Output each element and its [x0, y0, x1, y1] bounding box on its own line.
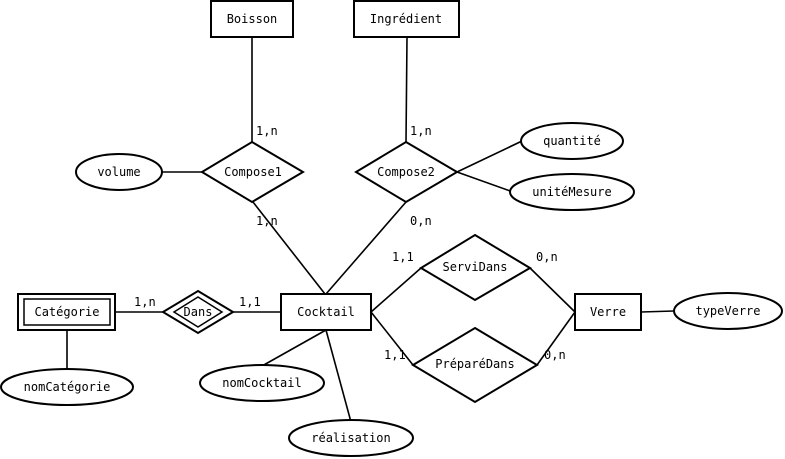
cardinality-boisson-compose1: 1,n: [256, 124, 278, 138]
cardinality-cocktail-servi: 1,1: [392, 250, 414, 264]
entity-cocktail: Cocktail: [280, 293, 372, 331]
entity-boisson-label: Boisson: [227, 12, 278, 26]
entity-verre: Verre: [574, 293, 642, 331]
attribute-realisation: réalisation: [288, 419, 414, 457]
relation-servi-dans-label: ServiDans: [442, 260, 507, 274]
attribute-quantite-label: quantité: [543, 134, 601, 148]
attribute-volume-label: volume: [97, 165, 140, 179]
attribute-nom-categorie-label: nomCatégorie: [24, 380, 111, 394]
line-servi-verre: [529, 267, 576, 313]
relation-servi-dans: ServiDans: [419, 233, 532, 302]
cardinality-verre-prepare: 0,n: [544, 348, 566, 362]
entity-verre-label: Verre: [590, 305, 626, 319]
relation-compose2: Compose2: [354, 140, 459, 204]
cardinality-categorie-dans: 1,n: [134, 295, 156, 309]
entity-ingredient: Ingrédient: [353, 0, 460, 38]
cardinality-verre-servi: 0,n: [536, 250, 558, 264]
attribute-realisation-label: réalisation: [311, 431, 390, 445]
cardinality-cocktail-compose1: 1,n: [256, 214, 278, 228]
line-compose2-quantite: [456, 140, 523, 173]
entity-boisson: Boisson: [210, 0, 294, 38]
attribute-type-verre-label: typeVerre: [695, 304, 760, 318]
line-compose2-cocktail: [325, 201, 407, 295]
attribute-nom-cocktail: nomCocktail: [199, 364, 325, 402]
relation-dans-label: Dans: [184, 305, 213, 319]
entity-categorie-label: Catégorie: [34, 305, 99, 319]
relation-compose1: Compose1: [200, 140, 305, 204]
cardinality-ingredient-compose2: 1,n: [410, 124, 432, 138]
relation-prepare-dans: PréparéDans: [411, 326, 539, 404]
attribute-nom-categorie: nomCatégorie: [0, 368, 134, 406]
line-compose1-cocktail: [252, 201, 326, 295]
line-compose2-unite: [456, 171, 514, 193]
attribute-quantite: quantité: [520, 122, 624, 160]
connectors: [66, 36, 675, 423]
cardinality-cocktail-compose2: 0,n: [410, 214, 432, 228]
attribute-volume: volume: [75, 153, 163, 191]
cardinality-cocktail-prepare: 1,1: [384, 348, 406, 362]
relation-compose1-label: Compose1: [224, 165, 282, 179]
entity-cocktail-label: Cocktail: [297, 305, 355, 319]
line-cocktail-nomcocktail: [261, 329, 327, 367]
entity-ingredient-label: Ingrédient: [370, 12, 442, 26]
attribute-nom-cocktail-label: nomCocktail: [222, 376, 301, 390]
relation-dans: Dans: [161, 289, 235, 335]
line-ingredient-compose2: [405, 36, 408, 143]
attribute-unite-mesure: unitéMesure: [509, 173, 635, 211]
line-verre-typeverre: [640, 310, 675, 313]
cardinalities: 1,n 1,n 1,n 0,n 1,n 1,1 1,1 0,n 1,1 0,n: [134, 124, 566, 362]
line-cocktail-realisation: [325, 329, 352, 423]
attribute-type-verre: typeVerre: [673, 292, 783, 330]
line-prepare-verre: [536, 311, 576, 366]
entity-categorie: Catégorie: [17, 293, 116, 331]
line-cocktail-servi: [370, 267, 422, 313]
relation-compose2-label: Compose2: [377, 165, 435, 179]
line-cocktail-prepare: [370, 311, 414, 366]
relation-prepare-dans-label: PréparéDans: [435, 357, 514, 371]
cardinality-cocktail-dans: 1,1: [239, 295, 261, 309]
attribute-unite-mesure-label: unitéMesure: [532, 185, 611, 199]
